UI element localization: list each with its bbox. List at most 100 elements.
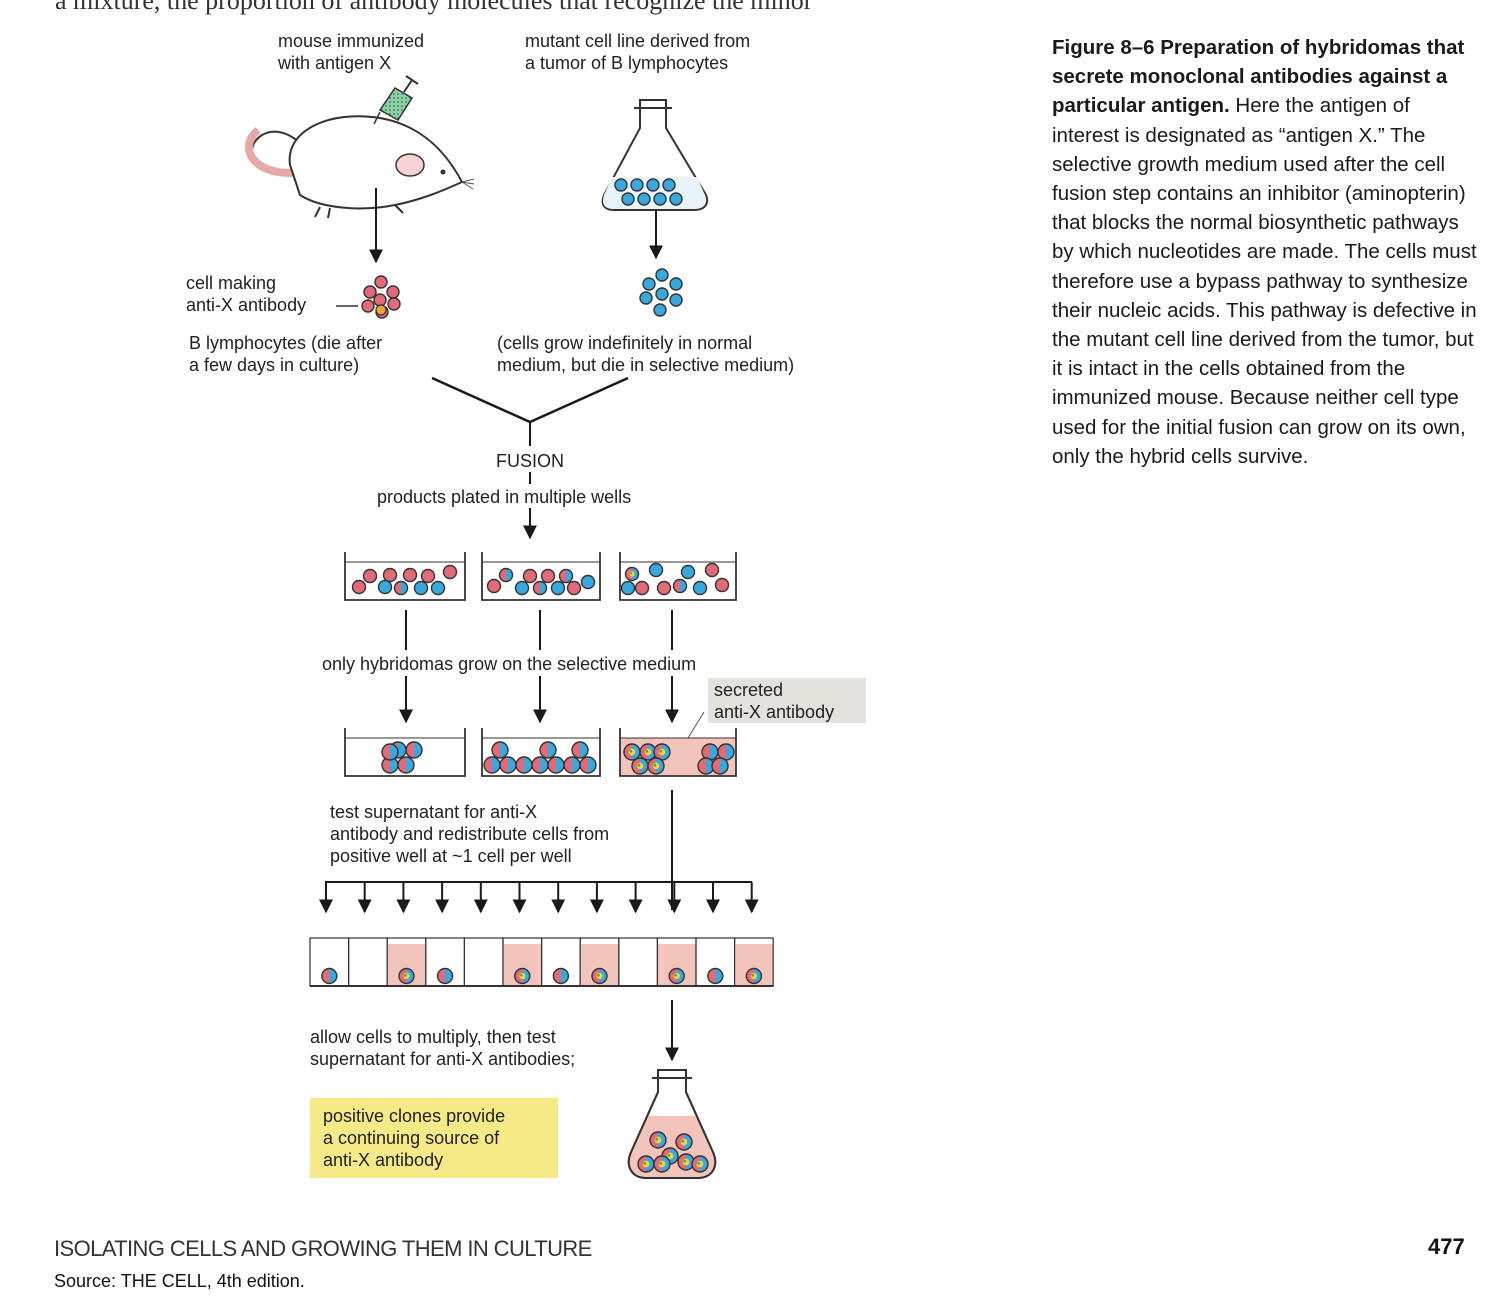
tumor-cell: [653, 303, 667, 317]
caption-title: Figure 8–6 Preparation of hybridomas tha…: [1052, 36, 1465, 118]
single-cell-well: [463, 937, 504, 987]
antibody-secreting-hybridoma-cell: [637, 1155, 655, 1173]
b-cell: [382, 567, 398, 583]
b-cell: [656, 580, 672, 596]
mouse-label-line2: with antigen X: [278, 53, 392, 73]
mixed-well-1: [344, 552, 466, 601]
b-lymph-label-line2: a few days in culture): [189, 355, 360, 375]
secreted-antibody-note-box: [708, 678, 866, 723]
tumor-cell: [648, 562, 664, 578]
b-cell: [420, 568, 436, 584]
b-cell: [634, 580, 650, 596]
b-cell: [522, 568, 538, 584]
single-cell-well: [425, 937, 465, 987]
hybridoma-cell: [397, 756, 415, 774]
secreted-label-line2: anti-X antibody: [714, 702, 835, 722]
allow-label-line2: supernatant for anti-X antibodies;: [310, 1049, 576, 1069]
tumor-cell: [630, 178, 644, 192]
positive-label-line3: anti-X antibody: [323, 1150, 444, 1170]
cell-making-label-line1: cell making: [186, 273, 277, 293]
hybridoma-cell: [571, 741, 589, 759]
tumor-cell: [662, 178, 676, 192]
antibody-secreting-hybridoma-cell: [591, 967, 608, 985]
fusion-label: FUSION: [496, 451, 565, 471]
hybridoma-cell: [436, 967, 454, 985]
hybridoma-cell: [672, 578, 688, 594]
antibody-secreting-hybridoma-cell: [675, 1133, 693, 1151]
b-cell: [402, 567, 418, 583]
hybridoma-well-2: [481, 728, 601, 777]
antibody-secreting-hybridoma-cell: [647, 757, 665, 775]
grow-label-line2: medium, but die in selective medium): [497, 355, 795, 375]
tumor-cell: [655, 287, 669, 301]
tumor-cell-cluster: [639, 268, 683, 317]
hybridoma-cell: [539, 741, 557, 759]
antibody-secreting-hybridoma-cell: [514, 967, 531, 985]
single-cell-well-positive: [656, 937, 697, 987]
section-title: ISOLATING CELLS AND GROWING THEM IN CULT…: [54, 1236, 592, 1261]
b-lymphocyte-cluster: [361, 275, 401, 319]
tumor-cell: [514, 580, 530, 596]
mixed-well-2: [481, 552, 601, 601]
hybridoma-cell: [483, 756, 501, 774]
only-hybridomas-label: only hybridomas grow on the selective me…: [322, 654, 697, 674]
tumor-label-line1: mutant cell line derived from: [525, 31, 751, 51]
b-cell: [704, 562, 720, 578]
hybridoma-cell: [498, 567, 514, 583]
b-cell: [714, 577, 730, 593]
mixed-well-3: [619, 552, 737, 601]
hybridoma-cell: [405, 741, 423, 759]
single-cell-well: [540, 937, 581, 987]
b-cell: [351, 579, 367, 595]
tumor-cell: [680, 564, 696, 580]
antibody-secreting-hybridoma-cell: [653, 1155, 671, 1173]
redistribution-arrows: [319, 882, 759, 914]
hybridoma-cell: [499, 756, 517, 774]
tumor-cell: [692, 580, 708, 596]
hybridoma-cell: [491, 741, 509, 759]
positive-clones-highlight-box: [310, 1098, 558, 1178]
single-cell-well: [618, 937, 658, 987]
cell-making-label-line2: anti-X antibody: [186, 295, 307, 315]
hybridoma-cell: [563, 756, 581, 774]
b-lymph-label-line1: B lymphocytes (die after: [189, 333, 383, 353]
antibody-secreting-hybridoma-cell: [677, 1153, 695, 1171]
tumor-cell: [655, 268, 669, 282]
single-cell-well-positive: [502, 937, 543, 987]
mouse-illustration: [244, 75, 475, 219]
tumor-cell: [637, 192, 651, 206]
tumor-cell: [669, 293, 683, 307]
single-cell-well-positive: [386, 937, 427, 987]
b-cell: [374, 275, 388, 289]
b-cell: [373, 293, 387, 307]
top-cut-text: a mixture, the proportion of antibody mo…: [55, 0, 813, 15]
source-credit: Source: THE CELL, 4th edition.: [54, 1271, 305, 1291]
page-number: 477: [1428, 1234, 1465, 1259]
caption-body: Here the antigen of interest is designat…: [1052, 94, 1477, 468]
antibody-producing-b-cell: [375, 304, 387, 316]
grow-label-line1: (cells grow indefinitely in normal: [497, 333, 753, 353]
b-cell: [486, 578, 502, 594]
hybridoma-cell: [532, 580, 548, 596]
single-cell-wells-strip: [309, 937, 774, 987]
tumor-cell: [621, 192, 635, 206]
tumor-cell: [669, 277, 683, 291]
single-cell-well-positive: [579, 937, 620, 987]
b-cell: [363, 285, 377, 299]
tumor-cell: [413, 580, 429, 596]
tumor-cell: [580, 574, 596, 590]
hybridoma-cell: [321, 967, 338, 985]
b-cell: [566, 580, 582, 596]
hybridoma-cell: [711, 757, 729, 775]
hybridoma-cell: [393, 580, 409, 596]
antibody-secreting-hybridoma-cell: [691, 1155, 709, 1173]
hybridoma-cell: [552, 967, 570, 985]
b-cell: [361, 299, 375, 313]
tumor-cell: [614, 178, 628, 192]
tumor-cells-in-flask: [614, 178, 683, 206]
hybridoma-cell: [515, 756, 533, 774]
tumor-cell: [550, 580, 566, 596]
tumor-cell: [646, 178, 660, 192]
hybridoma-cell: [547, 756, 565, 774]
